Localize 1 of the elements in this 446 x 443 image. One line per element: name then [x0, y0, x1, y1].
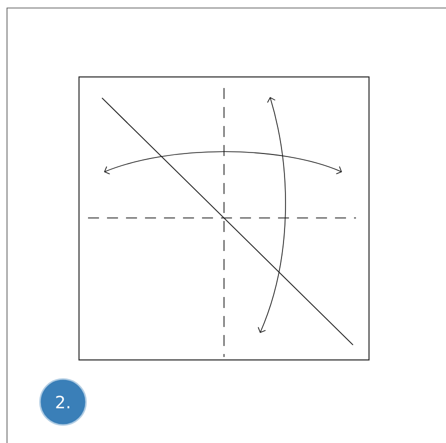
- step-number-badge: 2.: [39, 378, 87, 426]
